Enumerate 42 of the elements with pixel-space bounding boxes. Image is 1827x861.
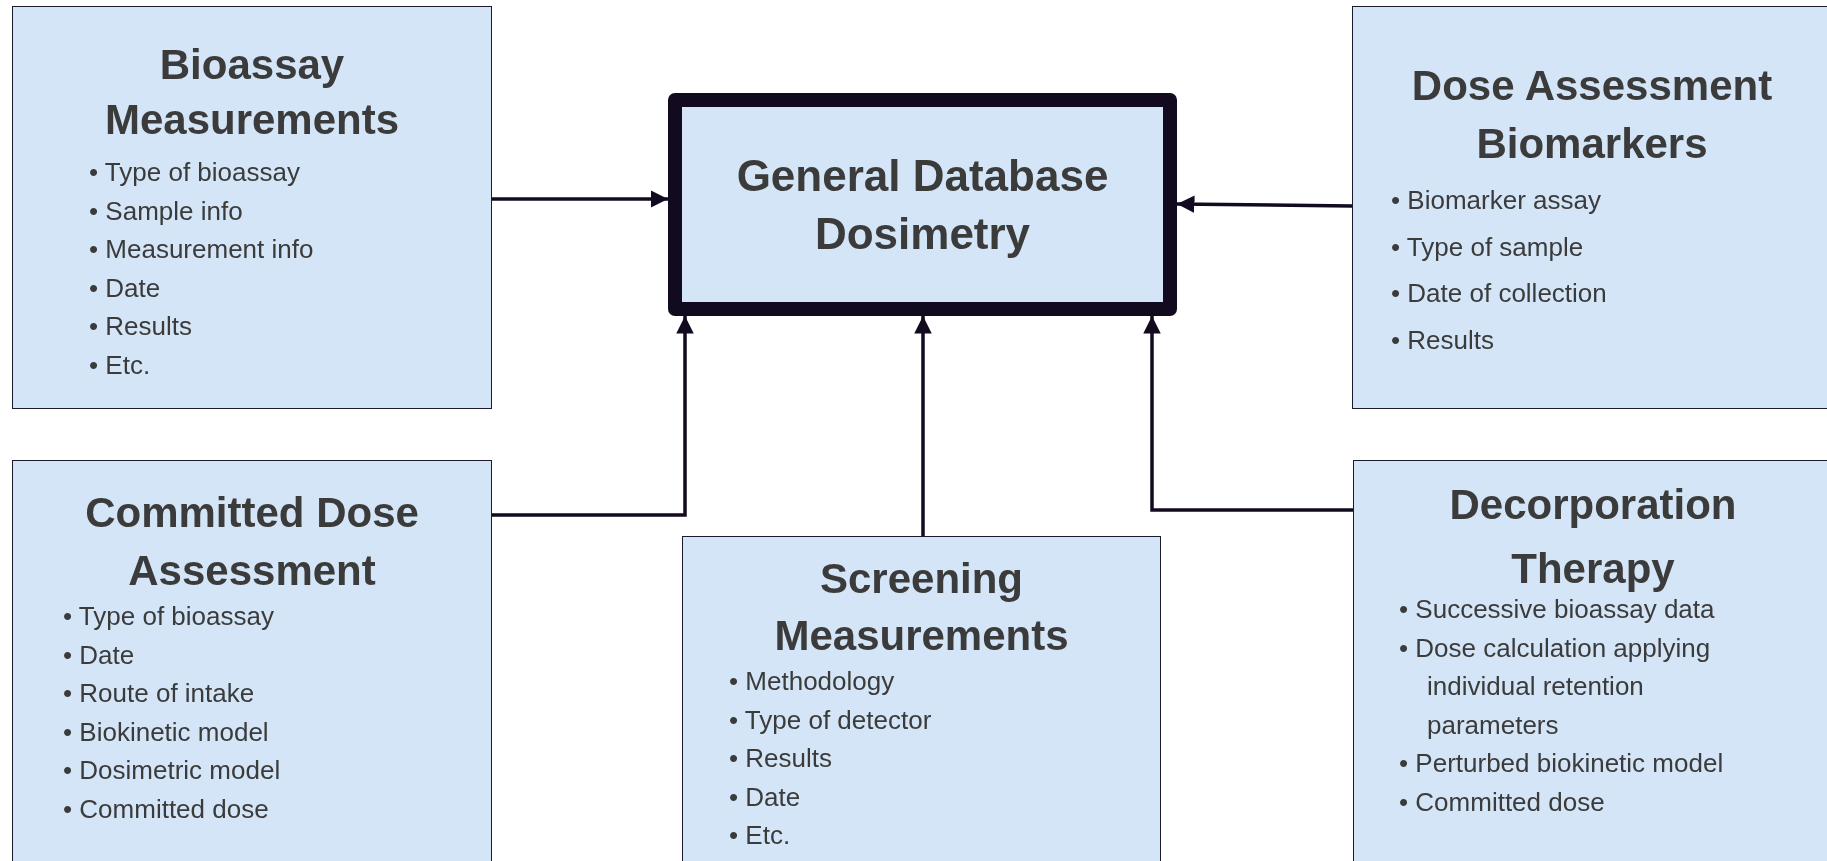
bullet-item: • Type of bioassay — [89, 156, 301, 189]
info-box — [682, 536, 1161, 861]
central-box — [668, 93, 1177, 316]
box-heading: Screening Measurements — [773, 554, 1070, 661]
arrow — [1177, 195, 1352, 213]
bullet-item: • Sample info — [89, 194, 244, 228]
bullet-item: • Etc. — [89, 348, 152, 382]
bullet-item: • Results — [729, 742, 834, 775]
bullet-item: • Date — [729, 780, 802, 814]
box-heading: Dose Assessment Biomarkers — [1410, 61, 1774, 169]
box-heading: General Database Dosimetry — [735, 149, 1110, 260]
bullet-item: • Results — [1391, 323, 1496, 357]
arrow — [1143, 316, 1353, 512]
arrow — [492, 316, 694, 517]
bullet-item: • Dose calculation applying individual retention parameters — [1399, 631, 1712, 742]
bullet-item: • Date — [63, 638, 136, 672]
bullet-item: • Methodology — [729, 665, 896, 698]
bullet-item: • Measurement info — [89, 233, 315, 266]
info-box — [12, 6, 492, 409]
bullet-item: • Biokinetic model — [63, 715, 270, 749]
bullet-item: • Date of collection — [1391, 277, 1608, 310]
bullet-item: • Route of intake — [63, 677, 256, 710]
bullet-item: • Results — [89, 310, 194, 343]
bullet-item: • Etc. — [729, 819, 792, 852]
bullet-item: • Biomarker assay — [1391, 184, 1602, 217]
bullet-item: • Successive bioassay data — [1399, 593, 1716, 626]
box-heading: Bioassay Measurements — [103, 40, 401, 145]
box-heading: Committed Dose Assessment — [84, 488, 420, 596]
bullet-item: • Type of bioassay — [63, 600, 275, 633]
info-box — [1353, 460, 1827, 861]
box-heading: Decorporation Therapy — [1448, 480, 1738, 594]
bullet-item: • Perturbed biokinetic model — [1399, 747, 1725, 780]
bullet-item: • Type of sample — [1391, 230, 1585, 264]
arrow — [914, 316, 932, 536]
bullet-item: • Committed dose — [63, 792, 270, 826]
info-box — [1352, 6, 1827, 409]
info-box — [12, 460, 492, 861]
bullet-item: • Type of detector — [729, 703, 933, 737]
bullet-item: • Date — [89, 271, 162, 305]
bullet-item: • Committed dose — [1399, 785, 1606, 819]
arrow — [492, 190, 668, 208]
bullet-item: • Dosimetric model — [63, 754, 282, 787]
